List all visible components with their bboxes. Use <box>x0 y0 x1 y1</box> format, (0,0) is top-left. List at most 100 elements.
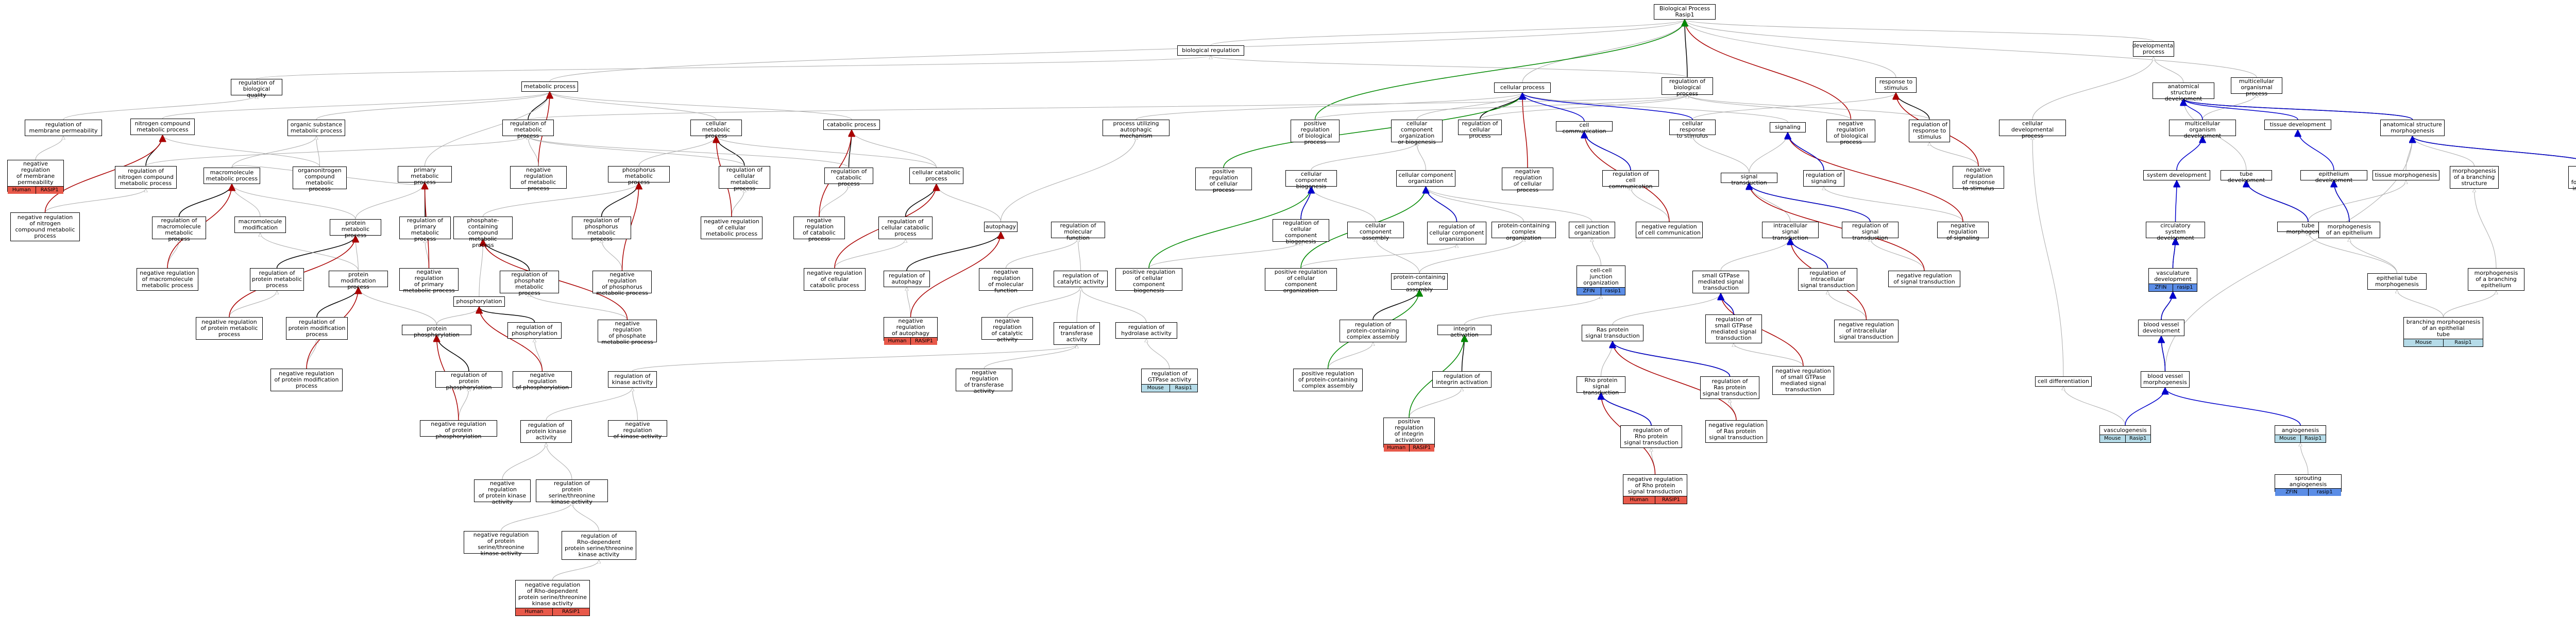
go-term-reg-cell-met[interactable]: regulation of cellular metabolic process <box>719 166 770 192</box>
go-term-neg-reg-mol-func[interactable]: negative regulation of molecular functio… <box>979 268 1033 294</box>
go-term-neg-reg-signaling[interactable]: negative regulation of signaling <box>1937 222 1989 241</box>
go-term-protein-met[interactable]: protein metabolic process <box>330 219 381 239</box>
go-term-reg-cell-proc[interactable]: regulation of cellular process <box>1458 120 1502 139</box>
go-term-phosphate-met[interactable]: phosphate-containing compound metabolic … <box>453 217 513 248</box>
go-term-neg-reg-prot-ser-thr-kinase[interactable]: negative regulation of protein serine/th… <box>464 531 538 557</box>
go-term-reg-ras-sig[interactable]: regulation of Ras protein signal transdu… <box>1700 376 1759 399</box>
go-term-phosphorylation[interactable]: phosphorylation <box>453 296 505 307</box>
go-term-pos-reg-protcont-assembly[interactable]: positive regulation of protein-containin… <box>1293 369 1363 391</box>
go-term-reg-cell-catab[interactable]: regulation of cellular catabolic process <box>878 217 933 239</box>
go-term-neg-reg-kinase-act[interactable]: negative regulation of kinase activity <box>608 420 667 440</box>
go-term-tissue-dev[interactable]: tissue development <box>2264 120 2331 130</box>
go-term-neg-reg-catab[interactable]: negative regulation of catabolic process <box>793 217 845 242</box>
go-term-cell-comp-org2[interactable]: cellular component organization <box>1396 170 1455 187</box>
go-term-cell-diff[interactable]: cell differentiation <box>2035 376 2092 387</box>
go-term-reg-hydrolase-act[interactable]: regulation of hydrolase activity <box>1115 322 1177 339</box>
go-term-org-sub-met[interactable]: organic substance metabolic process <box>287 120 345 136</box>
go-term-neg-reg-primary-met[interactable]: negative regulation of primary metabolic… <box>399 268 459 294</box>
go-term-tube-dev[interactable]: tube development <box>2221 170 2272 184</box>
go-term-neg-reg-prot-met[interactable]: negative regulation of protein metabolic… <box>196 317 263 340</box>
go-term-neg-reg-prot-phos[interactable]: negative regulation of protein phosphory… <box>420 420 497 440</box>
go-term-neg-reg-phosphate-met[interactable]: negative regulation of phosphate metabol… <box>598 320 657 345</box>
go-term-tissue-morph[interactable]: tissue morphogenesis <box>2372 170 2439 180</box>
go-term-reg-protcont-assembly[interactable]: regulation of protein-containing complex… <box>1340 320 1406 342</box>
go-term-morph-branch[interactable]: morphogenesis of a branching structure <box>2450 166 2499 189</box>
go-term-anat-struct-morph[interactable]: anatomical structure morphogenesis <box>2380 120 2445 136</box>
go-term-anat-form[interactable]: anatomical structure formation involved … <box>2568 166 2576 192</box>
go-term-reg-mol-func[interactable]: regulation of molecular function <box>1051 222 1105 241</box>
go-term-morph-branch-epith[interactable]: morphogenesis of a branching epithelium <box>2468 268 2524 291</box>
go-term-blood-vessel-morph[interactable]: blood vessel morphogenesis <box>2141 371 2190 388</box>
go-term-cell-met[interactable]: cellular metabolic process <box>690 120 742 139</box>
go-term-cell-comp-org[interactable]: cellular component organization or bioge… <box>1391 120 1443 145</box>
go-term-reg-prot-mod[interactable]: regulation of protein modification proce… <box>286 317 348 340</box>
go-term-neg-reg-memb-perm[interactable]: negative regulation of membrane permeabi… <box>7 160 64 194</box>
go-term-cell-comp-assembly[interactable]: cellular component assembly <box>1347 222 1404 241</box>
go-term-protcont-assembly[interactable]: protein-containing complex assembly <box>1391 273 1448 293</box>
go-term-cell-dev-proc[interactable]: cellular developmental process <box>1999 120 2066 139</box>
go-term-reg-cat-act[interactable]: regulation of catalytic activity <box>1054 271 1108 287</box>
go-term-neg-reg-nitro-met[interactable]: negative regulation of nitrogen compound… <box>10 212 80 241</box>
go-term-reg-transf-act[interactable]: regulation of transferase activity <box>1054 322 1100 345</box>
go-term-autophagy[interactable]: autophagy <box>984 222 1018 232</box>
go-term-neg-reg-cell-proc[interactable]: negative regulation of cellular process <box>1502 168 1553 193</box>
go-term-pos-reg-cell-comp-biogen[interactable]: positive regulation of cellular componen… <box>1115 268 1182 294</box>
go-term-bp[interactable]: Biological Process Rasip1 <box>1654 4 1716 20</box>
go-term-reg-phosphorylation[interactable]: regulation of phosphorylation <box>507 322 562 339</box>
go-term-pos-reg-cell-comp-org[interactable]: positive regulation of cellular componen… <box>1265 268 1337 294</box>
go-term-reg-prot-ser-thr-kinase[interactable]: regulation of protein serine/threonine k… <box>536 479 608 505</box>
go-term-neg-reg-macromol-met[interactable]: negative regulation of macromolecule met… <box>137 268 198 291</box>
go-term-neg-reg-cell-met[interactable]: negative regulation of cellular metaboli… <box>701 217 762 239</box>
go-term-blood-vessel-dev[interactable]: blood vessel development <box>2138 320 2184 336</box>
go-term-neg-reg-biol-proc[interactable]: negative regulation of biological proces… <box>1826 120 1875 145</box>
go-term-neg-reg-met[interactable]: negative regulation of metabolic process <box>510 166 567 192</box>
go-term-reg-cell-comm[interactable]: regulation of cell communication <box>1602 170 1659 190</box>
go-term-integrin-act[interactable]: integrin activation <box>1437 325 1492 338</box>
go-term-reg-signaling[interactable]: regulation of signaling <box>1803 170 1844 187</box>
go-term-reg-resp-stim[interactable]: regulation of response to stimulus <box>1909 120 1950 142</box>
go-term-neg-reg-intracell-sig[interactable]: negative regulation of intracellular sig… <box>1834 320 1899 342</box>
go-term-reg-intracell-sig[interactable]: regulation of intracellular signal trans… <box>1798 268 1857 291</box>
go-term-neg-reg-cell-comm[interactable]: negative regulation of cell communicatio… <box>1636 222 1703 238</box>
go-term-reg-biol-qual[interactable]: regulation of biological quality <box>231 79 282 98</box>
go-term-reg-primary-met[interactable]: regulation of primary metabolic process <box>399 217 451 242</box>
go-term-cell-junc-org[interactable]: cell junction organization <box>1569 222 1615 238</box>
go-term-rho-sig[interactable]: Rho protein signal transduction <box>1577 376 1625 396</box>
go-term-cellular-process[interactable]: cellular process <box>1494 82 1551 93</box>
go-term-neg-reg-phosphorylation[interactable]: negative regulation of phosphorylation <box>513 371 572 391</box>
go-term-reg-autophagy[interactable]: regulation of autophagy <box>884 271 930 287</box>
go-term-neg-reg-cell-catab[interactable]: negative regulation of cellular cataboli… <box>804 268 866 291</box>
go-term-multi-org-dev[interactable]: multicellular organism development <box>2169 120 2236 139</box>
go-term-reg-met[interactable]: regulation of metabolic process <box>502 120 554 139</box>
go-term-pos-reg-cell-proc2[interactable]: positive regulation of cellular process <box>1195 168 1252 193</box>
go-term-reg-rho-dep-kinase[interactable]: regulation of Rho-dependent protein seri… <box>562 531 636 560</box>
go-term-orgnitro-met[interactable]: organonitrogen compound metabolic proces… <box>293 167 347 192</box>
go-term-morph-epith[interactable]: morphogenesis of an epithelium <box>2318 222 2380 238</box>
go-term-branch-morph-epith-tube[interactable]: branching morphogenesis of an epithelial… <box>2403 317 2483 347</box>
go-term-neg-reg-transf-act[interactable]: negative regulation of transferase activ… <box>956 369 1012 394</box>
go-term-reg-cell-comp-org[interactable]: regulation of cellular component organiz… <box>1427 222 1486 244</box>
go-term-neg-reg-sig-transd[interactable]: negative regulation of signal transducti… <box>1888 271 1960 287</box>
go-term-neg-reg-rho-sig[interactable]: negative regulation of Rho protein signa… <box>1623 474 1687 504</box>
go-term-reg-kinase-act[interactable]: regulation of kinase activity <box>608 371 657 388</box>
go-term-reg-phos-met[interactable]: regulation of phosphorus metabolic proce… <box>572 217 631 242</box>
go-term-reg-prot-met[interactable]: regulation of protein metabolic process <box>250 268 304 291</box>
go-term-proc-util-auto[interactable]: process utilizing autophagic mechanism <box>1103 120 1170 139</box>
go-term-reg-memb-perm[interactable]: regulation of membrane permeability <box>25 120 102 136</box>
go-term-protein-mod[interactable]: protein modification process <box>329 271 388 290</box>
go-term-neg-reg-prot-kinase-act[interactable]: negative regulation of protein kinase ac… <box>474 479 531 505</box>
go-term-ras-sig[interactable]: Ras protein signal transduction <box>1582 325 1643 341</box>
go-term-resp-stim[interactable]: response to stimulus <box>1875 77 1917 93</box>
go-term-circ-sys-dev[interactable]: circulatory system development <box>2146 222 2205 241</box>
go-term-cell-catab[interactable]: cellular catabolic process <box>909 168 963 184</box>
go-term-reg-prot-kinase-act[interactable]: regulation of protein kinase activity <box>520 420 572 443</box>
go-term-neg-reg-resp-stim[interactable]: negative regulation of response to stimu… <box>1953 166 2004 192</box>
go-term-cell-resp-stim[interactable]: cellular response to stimulus <box>1669 120 1716 139</box>
